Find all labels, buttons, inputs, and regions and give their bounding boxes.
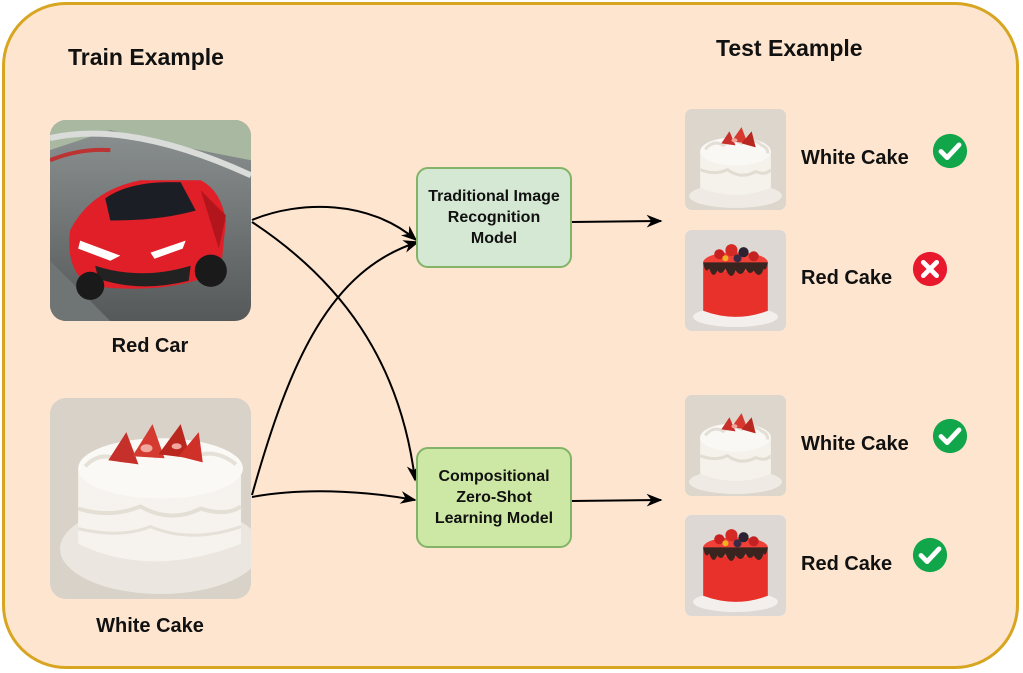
cross-icon (911, 250, 949, 288)
compositional-model-label: Compositional Zero-Shot Learning Model (434, 468, 554, 527)
traditional-model-label: Traditional Image Recognition Model (428, 188, 560, 247)
result-white-cake-thumbnail (685, 109, 786, 210)
check-icon (911, 536, 949, 574)
result-white-cake-thumbnail (685, 395, 786, 496)
white-cake-caption: White Cake (96, 615, 204, 637)
traditional-model-box: Traditional Image Recognition Model (416, 167, 572, 268)
traditional-result-white-cake-label: White Cake (801, 147, 909, 169)
result-red-cake-thumbnail (685, 230, 786, 331)
red-car-caption: Red Car (111, 335, 189, 357)
white-cake-photo (50, 398, 251, 599)
arrow-cake-to-traditional (251, 240, 420, 496)
red-car-photo (50, 120, 251, 321)
train-example-heading: Train Example (68, 44, 224, 70)
compositional-result-white-cake-label: White Cake (801, 433, 909, 455)
check-icon (931, 417, 969, 455)
arrow-car-to-compositional (251, 221, 420, 482)
arrow-compositional-to-results (571, 493, 663, 507)
arrow-cake-to-compositional (251, 490, 417, 504)
check-icon (931, 132, 969, 170)
traditional-result-red-cake-label: Red Cake (801, 267, 893, 289)
arrow-car-to-traditional (251, 205, 418, 242)
compositional-model-box: Compositional Zero-Shot Learning Model (416, 447, 572, 548)
result-red-cake-thumbnail (685, 515, 786, 616)
arrow-traditional-to-results (571, 214, 663, 228)
test-example-heading: Test Example (716, 35, 863, 61)
compositional-result-red-cake-label: Red Cake (801, 553, 893, 575)
